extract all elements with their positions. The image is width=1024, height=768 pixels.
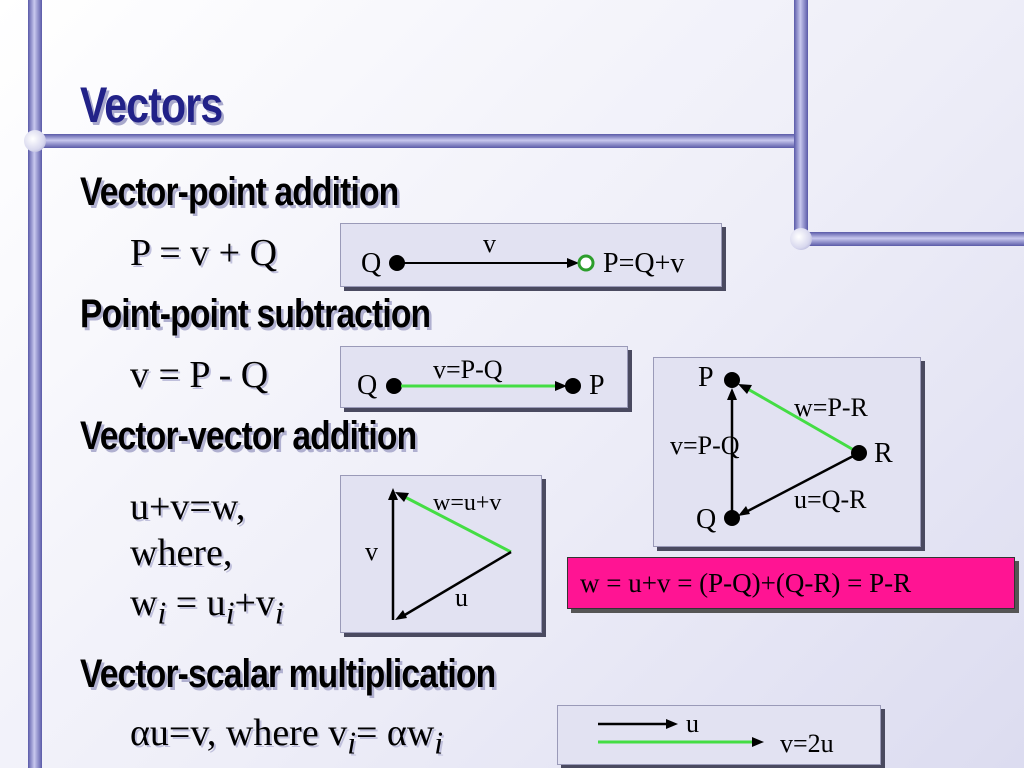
vector-w-label: w=u+v (433, 490, 501, 516)
frame-right-rule (794, 232, 1024, 246)
frame-knob-right (790, 228, 812, 250)
vector-w-arrowhead (738, 384, 752, 394)
vector-u-arrow (743, 451, 860, 515)
point-p-label: P=Q+v (603, 248, 684, 279)
frame-right-bar (794, 0, 808, 244)
identity-text: w = u+v = (P-Q)+(Q-R) = P-R (580, 568, 912, 598)
vector-v-label: v=2u (780, 729, 834, 758)
heading-vector-vector-addition: Vector-vector addition (80, 414, 417, 458)
vector-v-label: v (483, 229, 496, 258)
formula-point-point-subtraction: v = P - Q (130, 354, 269, 396)
vector-w-arrow (402, 494, 512, 554)
heading-vector-point-addition: Vector-point addition (80, 170, 399, 214)
diagram-point-point-subtraction: Q v=P-Q P (340, 346, 628, 408)
diagram-point-subtraction-svg: Q v=P-Q P (357, 355, 605, 401)
slide-title: Vectors (80, 77, 223, 133)
vector-v-arrowhead (555, 381, 567, 391)
triangle-q-dot (724, 510, 740, 526)
vector-u-arrow (402, 550, 512, 618)
diagram-triangle-svg: P w=P-R R v=P-Q u=Q-R Q (670, 362, 893, 535)
diagram-vector-addition-svg: v w=u+v u (365, 488, 512, 620)
point-q-label: Q (357, 370, 377, 401)
heading-point-point-subtraction: Point-point subtraction (80, 292, 431, 336)
triangle-p-dot (724, 372, 740, 388)
identity-highlight-box: w = u+v = (P-Q)+(Q-R) = P-R (567, 557, 1015, 609)
formula-line-1: u+v=w, (130, 486, 246, 528)
vector-v-arrowhead (388, 488, 398, 500)
formula-line-3: wi = ui+vi (130, 582, 284, 631)
vector-v-arrowhead (567, 258, 579, 268)
vector-w-arrowhead (395, 492, 409, 502)
triangle-r-label: R (874, 438, 893, 469)
vector-u-label: u=Q-R (794, 485, 867, 514)
frame-left-bar (28, 0, 42, 768)
formula-line-2: where, (130, 532, 233, 574)
frame-title-rule (28, 134, 804, 148)
diagram-vector-vector-addition: v w=u+v u (340, 475, 542, 633)
diagram-vector-scalar-multiplication: u v=2u (557, 705, 881, 765)
diagram-scalar-svg: u v=2u (598, 709, 834, 758)
heading-vector-scalar-multiplication: Vector-scalar multiplication (80, 652, 496, 696)
diagram-vector-point-svg: Q v P=Q+v (361, 229, 684, 279)
vector-v-label: v=P-Q (433, 355, 503, 384)
triangle-p-label: P (698, 362, 714, 393)
formula-vector-point-addition: P = v + Q (130, 232, 278, 274)
vector-u-arrowhead (666, 719, 678, 729)
diagram-point-triangle: P w=P-R R v=P-Q u=Q-R Q (653, 357, 921, 547)
point-p-dot (565, 378, 581, 394)
point-q-dot (386, 378, 402, 394)
formula-vector-scalar-multiplication: αu=v, where vi= αwi (130, 712, 444, 761)
vector-v-label: v (365, 537, 378, 566)
frame-knob-left (24, 130, 46, 152)
point-q-label: Q (361, 248, 381, 279)
triangle-q-label: Q (696, 504, 716, 535)
vector-w-arrow (745, 386, 860, 455)
vector-v-label: v=P-Q (670, 431, 740, 460)
point-q-dot (389, 255, 405, 271)
vector-u-arrowhead (395, 610, 407, 620)
vector-v-arrowhead (752, 737, 764, 747)
point-p-label: P (589, 370, 605, 401)
vector-u-label: u (686, 709, 699, 738)
vector-v-arrowhead (727, 388, 737, 400)
diagram-vector-point-addition: Q v P=Q+v (340, 223, 722, 287)
point-p-dot (577, 254, 595, 272)
vector-u-arrowhead (738, 506, 750, 516)
vector-u-label: u (455, 583, 468, 612)
vector-w-label: w=P-R (794, 393, 869, 422)
